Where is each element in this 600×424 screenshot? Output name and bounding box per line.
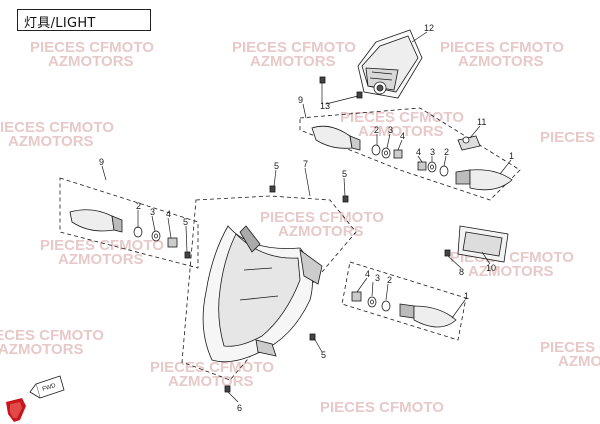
callout-5: 5 — [183, 217, 188, 227]
screw-5 — [269, 185, 276, 193]
headlight-fairing — [202, 225, 323, 363]
washer-3 — [367, 296, 377, 308]
callout-11: 11 — [477, 117, 486, 127]
callout-8: 8 — [459, 267, 464, 277]
group-frame-left — [59, 177, 199, 269]
diagram-title: 灯具/LIGHT — [24, 16, 96, 31]
screw-5 — [342, 195, 349, 203]
bulb-2 — [381, 300, 391, 312]
watermark-text: PIECES CFMOTO — [0, 327, 104, 344]
watermark-text: AZMOTORS — [168, 373, 254, 390]
fwd-label: FWD — [42, 383, 57, 393]
nut-4 — [167, 237, 178, 248]
watermark-text: PIECES CFMOTO — [232, 39, 356, 56]
watermark-text: AZMOTORS — [558, 353, 600, 370]
tail-light — [357, 29, 423, 99]
screw-6 — [224, 385, 231, 393]
washer-3 — [427, 161, 437, 173]
callout-9: 9 — [99, 157, 104, 167]
callout-4: 4 — [365, 269, 370, 279]
watermark-text: PIECES CFMOTO — [30, 39, 154, 56]
watermark-text: AZMOTORS — [48, 53, 134, 70]
callout-9: 9 — [298, 95, 303, 105]
brand-logo — [6, 398, 26, 422]
callout-2: 2 — [387, 275, 392, 285]
turn-signal-rear-left — [69, 209, 123, 233]
watermark-text: PIECES CFMOTO — [340, 109, 464, 126]
bulb-2 — [133, 226, 143, 238]
group-frame-center — [181, 195, 357, 381]
washer-3 — [151, 230, 161, 242]
watermark-text: AZMOTORS — [468, 263, 554, 280]
fwd-indicator: FWD — [29, 375, 65, 399]
watermark-text: PIECES CFMOTO — [440, 39, 564, 56]
watermark-text: AZMOTORS — [0, 341, 84, 358]
callout-labels: 12 9 13 2 3 4 11 1 4 3 2 9 2 3 4 5 5 7 5… — [99, 23, 514, 413]
callout-1: 1 — [464, 291, 469, 301]
callout-10: 10 — [486, 263, 496, 273]
watermark-text: PIECES CFMOTO — [40, 237, 164, 254]
watermark-text: AZMOTORS — [358, 123, 444, 140]
callout-5: 5 — [321, 350, 326, 360]
connector-11 — [457, 135, 481, 151]
bulb-2 — [371, 144, 381, 156]
watermark-text: AZMOTORS — [250, 53, 336, 70]
callout-4: 4 — [166, 209, 171, 219]
leader-lines — [101, 31, 512, 403]
screw-5 — [309, 333, 316, 341]
watermark-text: AZMOTORS — [58, 251, 144, 268]
watermark-text: PIECES CFMOTO — [320, 399, 444, 416]
callout-4: 4 — [400, 131, 405, 141]
turn-signal-front-left — [311, 125, 361, 151]
watermark-text: PIECES CFMOTO — [540, 339, 600, 356]
watermark-text: AZMOTORS — [458, 53, 544, 70]
screw-5 — [184, 251, 191, 259]
callout-4: 4 — [416, 147, 421, 157]
watermark-text: PIECES CFMOTO — [0, 119, 114, 136]
turn-signal-front-right — [455, 169, 513, 191]
nut-4 — [417, 161, 427, 171]
washer-3 — [381, 147, 391, 159]
callout-6: 6 — [237, 403, 242, 413]
screw-8 — [444, 249, 451, 257]
bulb-2 — [439, 165, 449, 177]
watermark-text: PIECES CFMOTO — [260, 209, 384, 226]
nut-4 — [393, 149, 403, 159]
callout-2: 2 — [136, 201, 141, 211]
watermark-group: PIECES CFMOTO AZMOTORS PIECES CFMOTO AZM… — [0, 39, 600, 416]
callout-3: 3 — [430, 147, 435, 157]
watermark-text: AZMOTORS — [278, 223, 364, 240]
callout-2: 2 — [444, 147, 449, 157]
group-frame-top — [299, 107, 521, 201]
callout-7: 7 — [303, 159, 308, 169]
license-plate-light — [457, 225, 509, 263]
callout-12: 12 — [424, 23, 434, 33]
callout-2: 2 — [374, 125, 379, 135]
callout-3: 3 — [150, 207, 155, 217]
callout-1: 1 — [509, 151, 514, 161]
screw-13 — [319, 76, 363, 99]
turn-signal-rear-right — [399, 303, 457, 328]
watermark-text: PIECES CFMOTO — [540, 129, 600, 146]
watermark-text: PIECES CFMOTO — [150, 359, 274, 376]
title-frame — [17, 9, 151, 31]
callout-3: 3 — [388, 125, 393, 135]
nut-4 — [351, 291, 362, 302]
group-frame-bottom — [341, 261, 467, 341]
watermark-text: AZMOTORS — [8, 133, 94, 150]
callout-13: 13 — [320, 101, 330, 111]
callout-3: 3 — [375, 273, 380, 283]
callout-5: 5 — [342, 169, 347, 179]
callout-5: 5 — [274, 161, 279, 171]
